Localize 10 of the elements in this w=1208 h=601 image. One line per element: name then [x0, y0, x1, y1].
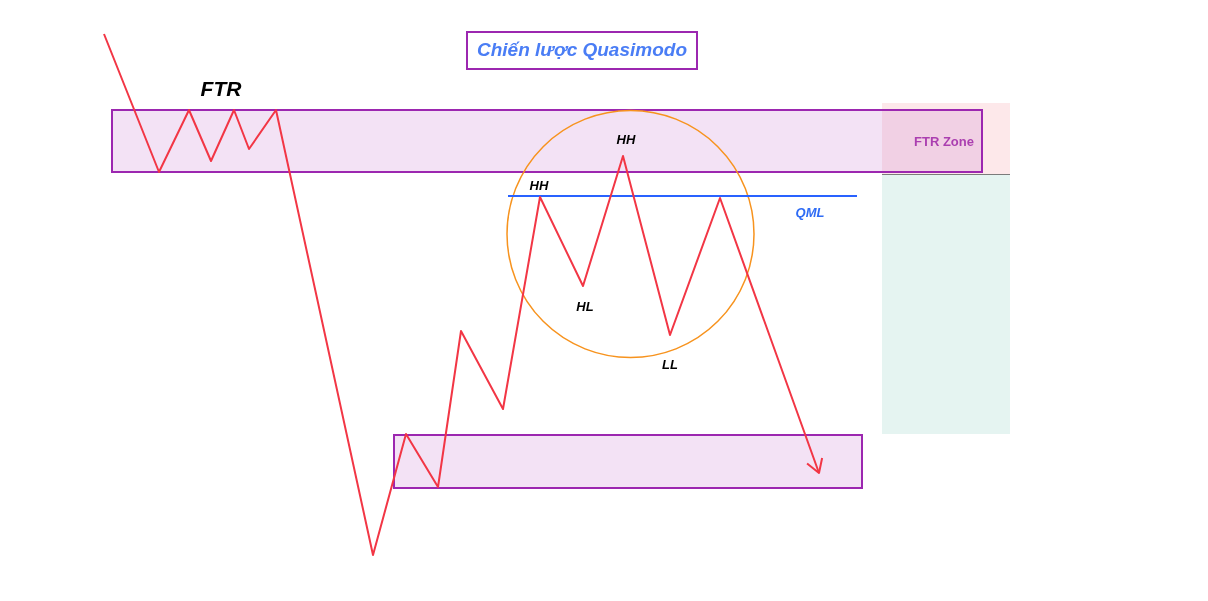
swing-label: HL [576, 299, 594, 313]
zone-label: FTR Zone [914, 134, 974, 148]
zone-label: FTR [200, 77, 242, 99]
demand-zone-band [393, 434, 863, 489]
swing-label: HH [529, 178, 549, 192]
swing-label: HH [616, 132, 636, 146]
title: Chiến lược Quasimodo [466, 31, 698, 70]
level-label: QML [795, 205, 825, 219]
swing-label: LL [662, 357, 678, 371]
target-area [882, 175, 1010, 434]
